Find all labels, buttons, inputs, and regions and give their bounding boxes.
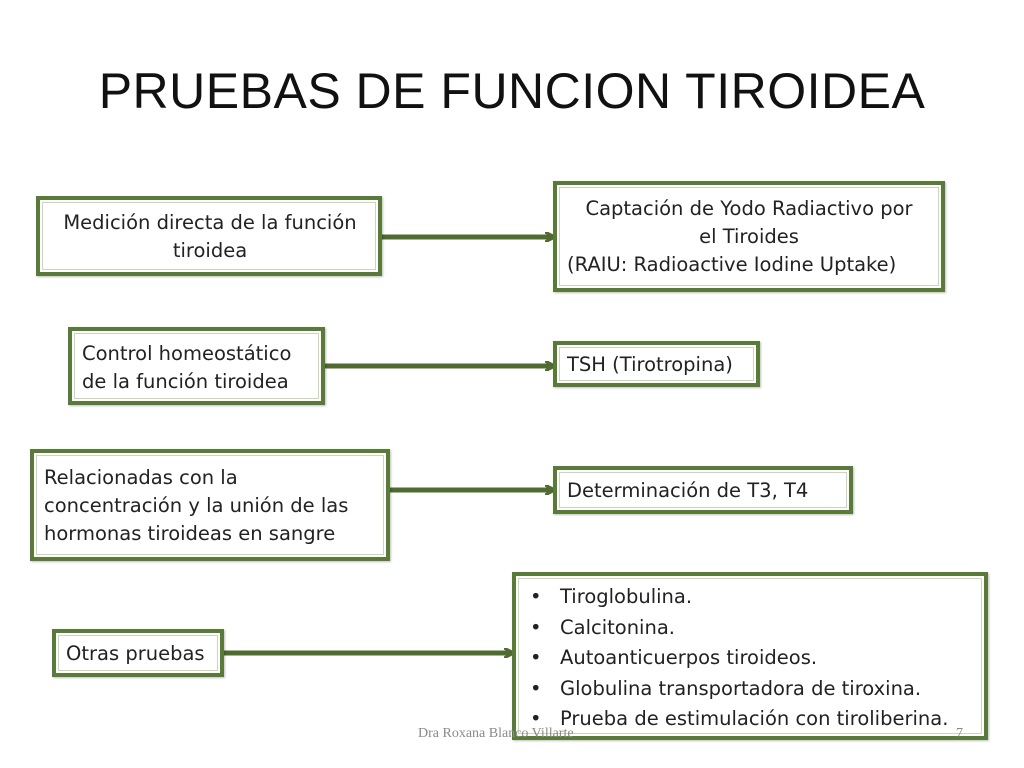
- list-item-text: Prueba de estimulación con tiroliberina.: [560, 707, 949, 730]
- box-direct-measurement: Medición directa de la función tiroidea: [36, 196, 382, 276]
- box-label-line: concentración y la unión de las: [44, 494, 349, 517]
- footer-page-number: 7: [956, 726, 963, 741]
- box-label-line: TSH (Tirotropina): [567, 353, 733, 376]
- box-label-line: Medición directa de la función: [63, 211, 357, 234]
- list-item-text: Globulina transportadora de tiroxina.: [560, 676, 922, 700]
- box-label-line: Otras pruebas: [66, 642, 205, 665]
- list-item: • Tiroglobulina.: [524, 582, 948, 613]
- box-label-line: Relacionadas con la: [44, 466, 238, 489]
- footer-author: Dra Roxana Blanco Villarte: [418, 726, 574, 741]
- box-other-tests: Otras pruebas: [52, 629, 224, 677]
- list-item-text: Tiroglobulina.: [560, 585, 693, 608]
- bullet-icon: •: [530, 676, 542, 700]
- box-label-line: Control homeostático: [82, 342, 292, 365]
- bullet-icon: •: [530, 585, 542, 608]
- box-tsh: TSH (Tirotropina): [553, 341, 760, 387]
- box-homeostatic-control: Control homeostático de la función tiroi…: [68, 327, 325, 405]
- list-item: • Calcitonina.: [524, 613, 948, 644]
- list-item: • Autoanticuerpos tiroideos.: [524, 643, 948, 674]
- bullet-icon: •: [530, 615, 542, 639]
- bullet-icon: •: [530, 646, 542, 669]
- list-item: • Globulina transportadora de tiroxina.: [524, 674, 948, 705]
- list-item-text: Autoanticuerpos tiroideos.: [560, 646, 818, 669]
- box-blood-hormones: Relacionadas con la concentración y la u…: [30, 449, 390, 561]
- box-label-line: (RAIU: Radioactive Iodine Uptake): [567, 253, 897, 276]
- box-t3-t4: Determinación de T3, T4: [553, 466, 853, 514]
- box-label-line: Determinación de T3, T4: [567, 479, 809, 502]
- box-label-line: tiroidea: [172, 239, 248, 262]
- box-label-line: hormonas tiroideas en sangre: [44, 522, 336, 545]
- list-item-text: Calcitonina.: [560, 615, 675, 639]
- page-title: PRUEBAS DE FUNCION TIROIDEA: [98, 63, 926, 119]
- list-item: • Prueba de estimulación con tiroliberina…: [524, 704, 948, 735]
- bullet-icon: •: [530, 707, 542, 730]
- box-label-line: Captación de Yodo Radiactivo por: [585, 197, 913, 220]
- box-label-line: el Tiroides: [699, 225, 799, 248]
- box-label-line: de la función tiroidea: [82, 370, 289, 393]
- bullet-list: • Tiroglobulina. • Calcitonina. • Autoantic…: [524, 582, 948, 735]
- box-raiu: Captación de Yodo Radiactivo por el Tiro…: [553, 181, 945, 292]
- box-other-tests-list: • Tiroglobulina. • Calcitonina. • Autoantic…: [512, 572, 988, 740]
